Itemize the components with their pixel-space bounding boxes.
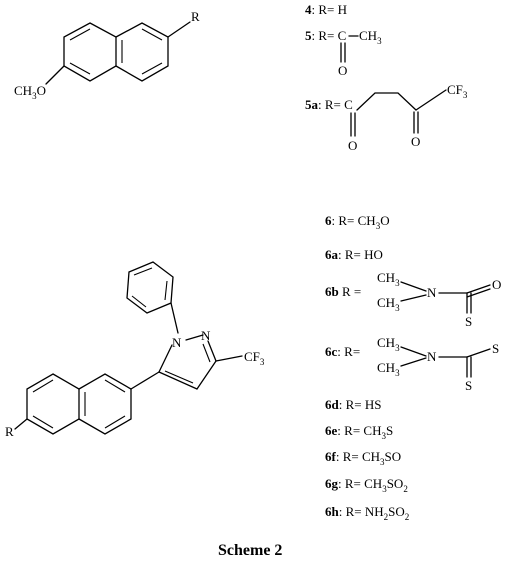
entry-6h: 6h: R= NH2SO2	[325, 504, 409, 522]
pyrazole-ring	[158, 334, 243, 390]
entry-6c-methyl-a: CH3	[377, 335, 400, 353]
entry-6f: 6f: R= CH3SO	[325, 449, 401, 467]
bottom-r-label: R	[5, 424, 14, 439]
entry-6e: 6e: R= CH3S	[325, 423, 393, 441]
pyrazole-n2: N	[201, 328, 211, 343]
entry-5a-oxygen1: O	[348, 138, 357, 153]
n-phenyl-ring	[126, 261, 179, 334]
entry-6c-sulfur-1: S	[492, 341, 499, 356]
entry-6c: 6c: R=	[325, 344, 360, 359]
entry-6c-bond-s1	[466, 348, 491, 358]
entry-5a-oxygen2: O	[411, 134, 420, 149]
entry-6b-bond-a	[400, 281, 427, 292]
entry-6a: 6a: R= HO	[325, 247, 383, 262]
entry-5: 5: R= C	[305, 28, 346, 43]
entry-6b-bond-b	[400, 294, 427, 302]
scheme-caption: Scheme 2	[218, 542, 282, 559]
entry-6g: 6g: R= CH3SO2	[325, 476, 408, 494]
entry-5a-cf3-bond	[415, 89, 447, 111]
entry-6b-oxygen: O	[492, 277, 501, 292]
top-methoxy-label: CH3O	[14, 83, 46, 101]
top-naphthalene	[45, 21, 191, 85]
entry-6b-methyl-b: CH3	[377, 295, 400, 313]
entry-6c-nitrogen: N	[427, 349, 437, 364]
pyrazole-n1: N	[172, 335, 182, 350]
entry-5-methyl: CH3	[359, 28, 382, 46]
entry-5a-cf3: CF3	[447, 82, 468, 100]
entry-6b-methyl-a: CH3	[377, 270, 400, 288]
entry-6b: 6b R =	[325, 284, 361, 299]
entry-5-oxygen: O	[338, 63, 347, 78]
bottom-naphthalene	[14, 371, 160, 435]
entry-6c-bond-a	[400, 346, 427, 357]
entry-6c-bond-b	[400, 357, 427, 367]
entry-6d: 6d: R= HS	[325, 397, 381, 412]
entry-6c-sulfur-2: S	[465, 378, 472, 393]
entry-6b-bond-o1	[466, 284, 491, 294]
entry-6c-methyl-b: CH3	[377, 360, 400, 378]
entry-6b-sulfur: S	[465, 314, 472, 329]
entry-5a: 5a: R= C	[305, 97, 353, 112]
cf3-label: CF3	[244, 349, 265, 367]
entry-4: 4: R= H	[305, 2, 347, 17]
entry-5a-chain	[356, 92, 417, 111]
entry-6: 6: R= CH3O	[325, 213, 390, 231]
entry-6b-nitrogen: N	[427, 285, 437, 300]
top-r-label: R	[191, 9, 200, 24]
